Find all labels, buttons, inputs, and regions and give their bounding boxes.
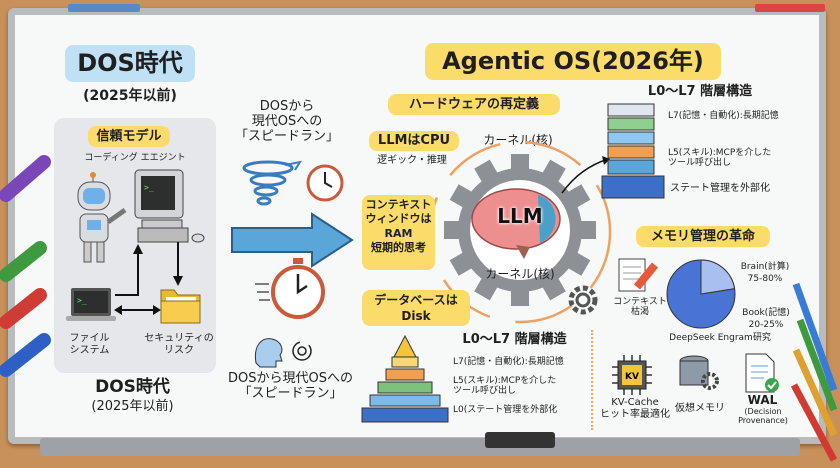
trust-model-badge: 信頼モデル xyxy=(88,126,170,147)
pie-slice-book xyxy=(700,259,736,295)
l0-label-top: ステート管理を外部化 xyxy=(670,183,770,194)
coding-agent-label: コーディング エエジント xyxy=(84,153,186,163)
speedrun-top-text: DOSから 現代OSへの 「スピードラン」 xyxy=(234,99,339,144)
dos-era-title: DOS時代 xyxy=(65,45,195,82)
llm-cpu-badge: LLMはCPU xyxy=(369,131,459,151)
dotted-divider xyxy=(591,330,593,430)
small-gear-icon xyxy=(568,285,598,315)
brain-value: 75-80% xyxy=(747,274,783,284)
trust-model-panel xyxy=(54,118,216,373)
filesystem-label: ファイル システム xyxy=(69,333,110,356)
flow-arrows xyxy=(114,242,183,315)
database-disk-box: データベースは Disk xyxy=(362,290,470,326)
virtual-memory-label: 仮想メモリ xyxy=(675,403,725,414)
wal-document-check-icon xyxy=(745,353,779,393)
robot-icon xyxy=(77,172,127,263)
kv-chip-text: KV xyxy=(625,372,639,382)
virtual-memory-icon xyxy=(679,355,719,390)
context-exhaustion-icon xyxy=(618,258,659,292)
wal-label: WAL xyxy=(747,393,778,407)
speedrun-bottom-text: DOSから現代OSへの 「スピードラン」 xyxy=(228,371,353,401)
brain-icon xyxy=(471,188,561,259)
laptop-terminal-icon: >_ xyxy=(66,288,116,321)
magnet-blue xyxy=(68,4,140,12)
layer-stack-icon-top xyxy=(601,103,665,199)
red-marker xyxy=(0,288,47,329)
context-window-ram-box: コンテキスト ウィンドウは RAM 短期的思考 xyxy=(362,195,435,270)
terminal-prompt: >_ xyxy=(77,296,87,305)
folder-icon xyxy=(160,289,201,324)
big-right-arrow xyxy=(231,212,354,268)
memory-pie-chart xyxy=(666,259,736,329)
dos-era-bottom-title: DOS時代 xyxy=(95,377,170,397)
logic-reasoning-label: 逻ギック・推理 xyxy=(377,155,447,166)
l5-label-top: L5(スキル):MCPを介した ツール呼び出し xyxy=(668,148,772,169)
l7-label-top: L7(記憶・自動化):長期記憶 xyxy=(668,111,779,121)
book-label: Book(記憶) xyxy=(742,308,790,318)
hardware-redefinition-badge: ハードウェアの再定義 xyxy=(388,94,560,115)
book-value: 20-25% xyxy=(748,320,784,330)
layer-stack-title-bottom: L0〜L7 階層構造 xyxy=(462,332,567,347)
memory-revolution-badge: メモリ管理の革命 xyxy=(636,226,770,247)
eraser xyxy=(485,432,555,448)
l0-label-bottom: L0(ステート管理を外部化 xyxy=(453,405,558,415)
tornado-icon xyxy=(242,160,303,206)
marker-tray xyxy=(40,438,800,456)
pencils-right xyxy=(790,282,838,462)
layer-pyramid-icon xyxy=(361,334,449,423)
deepseek-engram-label: DeepSeek Engram研究 xyxy=(669,333,771,343)
green-marker xyxy=(0,241,47,282)
kernel-inner-label: カーネル(核) xyxy=(485,267,555,281)
purple-marker xyxy=(0,155,51,202)
dos-era-bottom-subtitle: (2025年以前) xyxy=(91,399,174,414)
svg-text:>_: >_ xyxy=(144,183,154,192)
wal-sub-label: (Decision Provenance) xyxy=(738,407,788,425)
context-exhaustion-label: コンテキスト 枯渇 xyxy=(613,297,667,318)
brain-label: Brain(計算) xyxy=(740,262,790,272)
clock-icon xyxy=(306,164,344,202)
stopwatch-icon xyxy=(255,258,325,319)
l7-label-bottom: L7(記憶・自動化):長期記憶 xyxy=(453,357,564,367)
dos-era-subtitle: (2025年以前) xyxy=(83,88,177,104)
llm-label: LLM xyxy=(497,204,543,228)
blue-marker xyxy=(0,333,51,377)
l5-label-bottom: L5(スキル):MCPを介した ツール呼び出し xyxy=(453,376,557,397)
kv-cache-label: KV-Cache ヒット率最適化 xyxy=(600,397,670,420)
agentic-os-title: Agentic OS(2026年) xyxy=(425,43,721,80)
layer-stack-title-top: L0〜L7 階層構造 xyxy=(647,84,753,99)
desktop-computer-icon: >_ xyxy=(134,169,205,243)
markers-left xyxy=(0,155,51,377)
thinking-head-spiral-icon xyxy=(254,338,312,368)
kv-cache-chip-icon: KV xyxy=(612,355,652,395)
security-risk-label: セキュリティの リスク xyxy=(144,333,214,356)
magnet-red xyxy=(755,4,825,12)
